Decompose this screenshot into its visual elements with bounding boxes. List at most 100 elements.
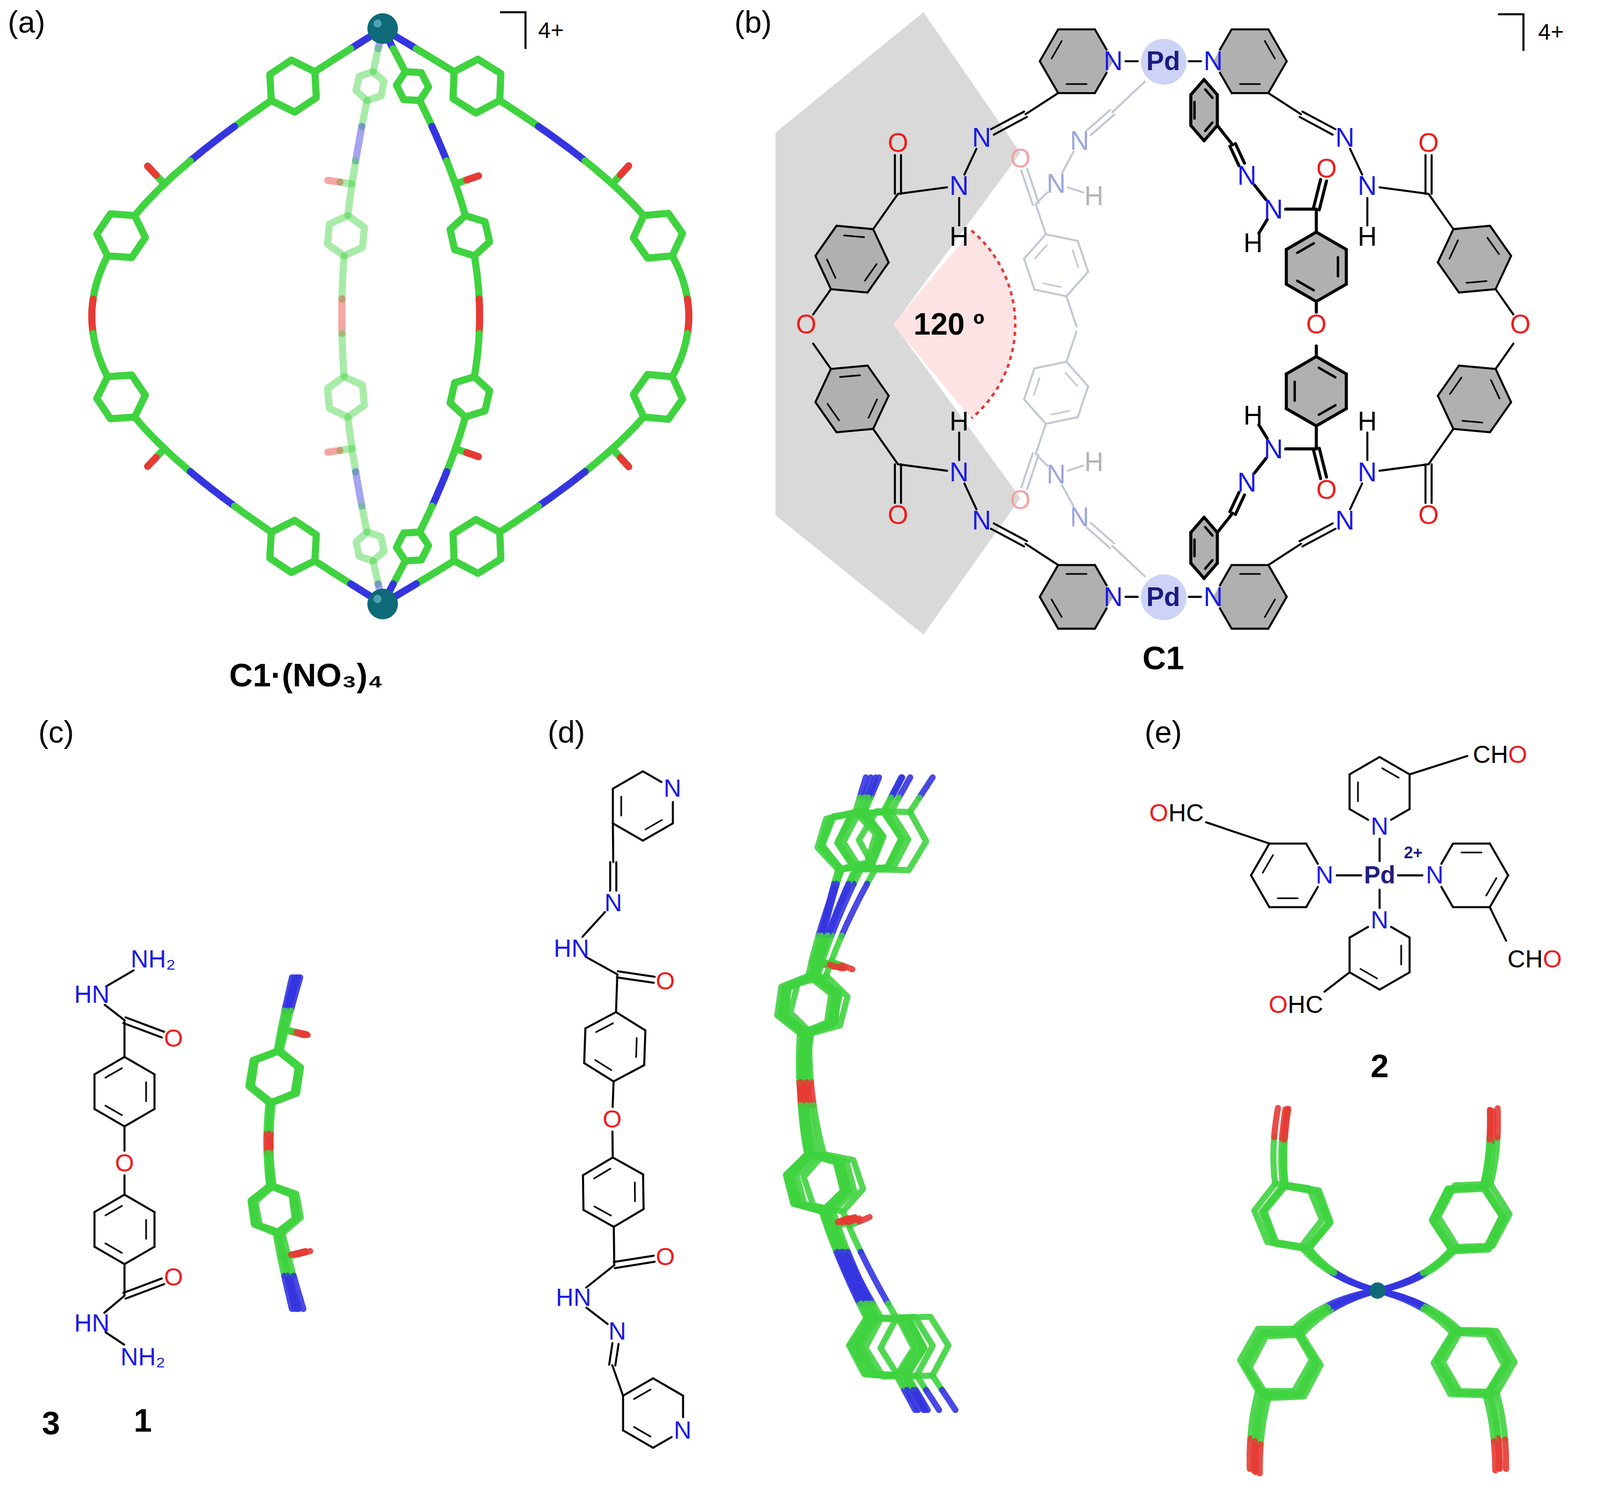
bond-line (1087, 527, 1111, 549)
bond-line (1205, 527, 1213, 537)
atom-label: N (971, 124, 992, 152)
ligand-highlight-band (775, 12, 1021, 635)
atom-label: N (1357, 459, 1378, 487)
bond-line (1039, 564, 1059, 597)
bond-line (1430, 155, 1433, 194)
metal-center: Pd (1140, 38, 1187, 85)
bond-line (623, 1378, 654, 1396)
bond-line (1250, 843, 1270, 876)
atom-label: N (1103, 48, 1123, 75)
bond-line (612, 823, 615, 863)
bond-line (612, 1157, 644, 1175)
bond-line (1400, 945, 1402, 965)
bond-line (1268, 29, 1287, 62)
bond-line (1344, 373, 1348, 409)
model-stick (314, 48, 351, 72)
bond-line (153, 1074, 156, 1110)
bond-line (1066, 331, 1077, 362)
ring-fill (1437, 225, 1512, 293)
atom-label: O (1510, 311, 1531, 338)
model-stick (499, 506, 539, 532)
model-stick (862, 797, 869, 813)
bond-line (1348, 774, 1351, 810)
atom-label: O (655, 969, 676, 994)
bond-line (583, 1157, 614, 1176)
bond-line (1408, 774, 1411, 810)
model-stick (416, 48, 455, 72)
bond-line (1450, 377, 1462, 395)
model-stick (919, 777, 933, 798)
bond-line (815, 255, 832, 290)
bond-line (1217, 513, 1233, 533)
bond-line (831, 289, 868, 293)
bond-line (125, 1284, 165, 1300)
bond-line (1264, 41, 1275, 59)
bond-line (106, 970, 134, 987)
atom-label: N (1203, 583, 1224, 611)
atom-label: N (1237, 162, 1257, 190)
atom-label: H (1243, 402, 1263, 429)
sphere-highlight (373, 19, 382, 28)
bond-line (584, 1063, 614, 1082)
bond-line (1459, 289, 1496, 293)
bond-line (900, 464, 903, 503)
bond-line (616, 977, 654, 984)
bond-line (1035, 424, 1046, 455)
palladium-sphere (367, 13, 398, 44)
bond-line (1095, 608, 1107, 629)
model-stick (806, 1033, 812, 1083)
bond-line (636, 1038, 637, 1058)
bond-line (868, 399, 878, 418)
model-stick (134, 161, 191, 216)
bond-line (873, 229, 889, 263)
atom-label: O (1418, 129, 1440, 157)
atom-label: H (1357, 408, 1378, 435)
bond-line (815, 225, 837, 256)
bond-line (1316, 356, 1347, 374)
model-ring (633, 374, 683, 420)
atom-label: CH (1472, 742, 1508, 768)
bond-line (1489, 843, 1508, 876)
bond-line (1490, 225, 1512, 256)
model-stick (393, 48, 405, 72)
bond-line (1066, 82, 1087, 85)
bond-line (1366, 432, 1369, 460)
atom-label: N (1357, 172, 1378, 200)
bond-line (1090, 114, 1115, 135)
model-stick (1274, 1107, 1279, 1138)
model-stick (92, 299, 94, 334)
model-stick (348, 417, 356, 472)
bond-line (1428, 428, 1454, 465)
bond-line (1188, 59, 1202, 63)
atom-label: N (1203, 48, 1224, 75)
ring-fill (1286, 232, 1347, 303)
model-stick (620, 457, 629, 467)
bond-line (873, 193, 898, 230)
ring-fill (1286, 356, 1347, 427)
atom-label: N (949, 172, 969, 200)
model-stick (147, 457, 157, 467)
model-ring (327, 376, 365, 418)
bond-line (682, 1395, 685, 1418)
bond-line (1051, 599, 1062, 618)
bond-line (1066, 573, 1087, 576)
angle-label: 120 º (913, 308, 985, 340)
atom-label: HC (1168, 801, 1204, 826)
bond-line (1058, 28, 1096, 31)
bond-line (1065, 372, 1078, 387)
bond-line (1318, 367, 1336, 378)
bond-line (595, 1023, 613, 1033)
bond-line (634, 1427, 651, 1437)
ring-fill (1213, 29, 1287, 94)
bond-line (104, 1295, 125, 1313)
structure-bonds (94, 29, 1514, 1448)
model-stick (838, 1218, 849, 1222)
model-stick (1482, 1139, 1490, 1187)
bond-line (634, 1182, 636, 1202)
bond-line (124, 1194, 155, 1212)
bond-line (1277, 897, 1298, 900)
bond-line (1424, 464, 1427, 503)
atom-label: H (949, 223, 969, 251)
bond-line (612, 1226, 616, 1265)
bond-line (582, 1175, 585, 1211)
